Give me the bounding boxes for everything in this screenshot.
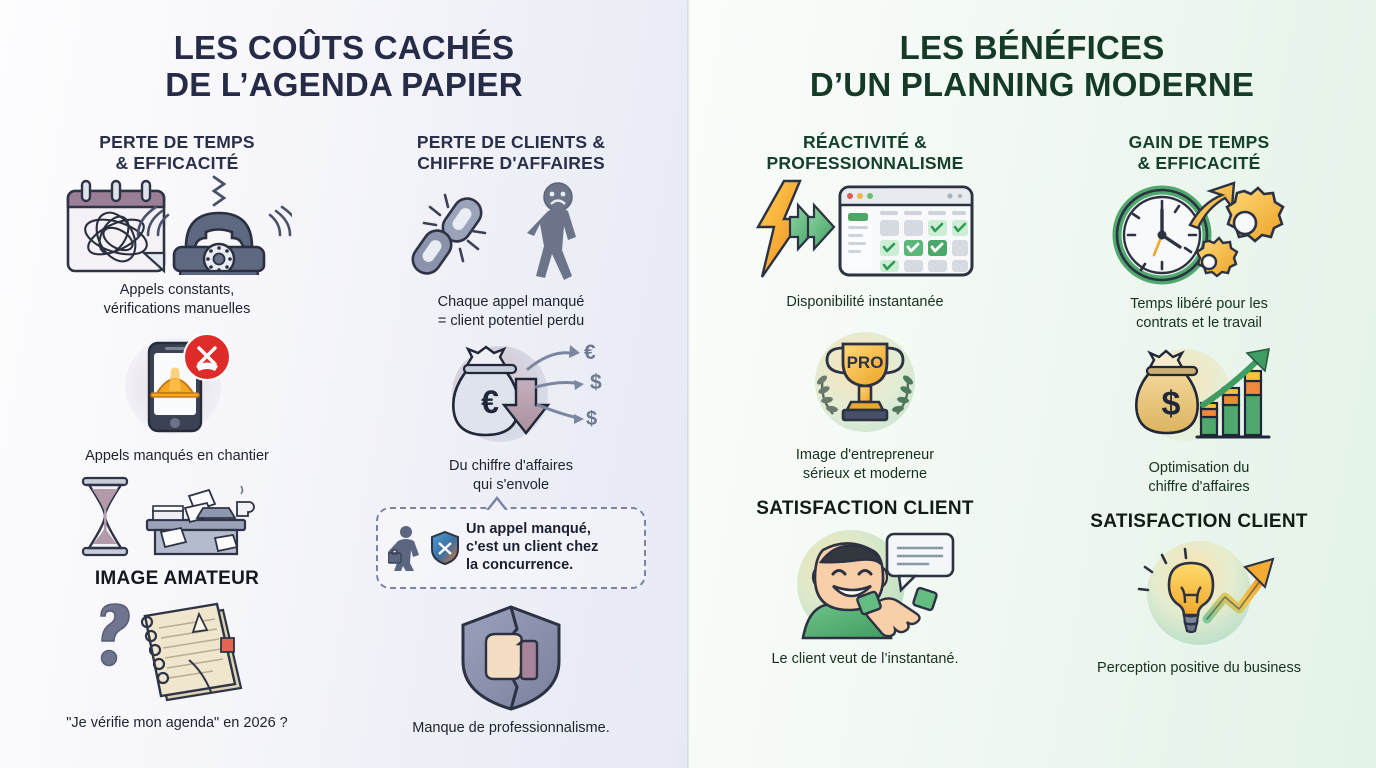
left-item-hourglass-desk [10, 476, 344, 558]
right-col1-heading-line1: RÉACTIVITÉ & [803, 131, 927, 152]
left-col1-heading: PERTE DE TEMPS & EFFICACITÉ [99, 132, 254, 175]
left-quote-text: Un appel manqué, c'est un client chez la… [466, 521, 598, 575]
right-col1-item2-line1: Image d'entrepreneur [795, 446, 935, 463]
left-columns: PERTE DE TEMPS & EFFICACITÉ [0, 104, 688, 738]
right-column-reactivity: RÉACTIVITÉ & PROFESSIONNALISME [698, 104, 1032, 678]
right-col1-item3-caption: Le client veut de l’instantané. [771, 650, 959, 667]
right-col2-item2-line1: Optimisation du [1148, 459, 1250, 476]
left-item1-caption-line2: vérifications manuelles [103, 300, 251, 317]
left-col2-item1-line2: = client potentiel perdu [437, 312, 585, 329]
right-panel-modern-benefits: LES BÉNÉFICES D’UN PLANNING MODERNE RÉAC… [688, 0, 1376, 768]
walking-businessman-icon [388, 526, 419, 572]
money-bag-growth-chart-icon: $ [1107, 343, 1292, 453]
left-quote-bubble: Un appel manqué, c'est un client chez la… [376, 496, 646, 589]
clock-gears-arrow-icon [1104, 179, 1294, 289]
right-col1-item2-caption: Image d'entrepreneur sérieux et moderne [796, 446, 934, 484]
right-col2-item2-line2: chiffre d'affaires [1148, 478, 1250, 495]
right-item-time-freed: Temps libéré pour les contrats et le tra… [1032, 179, 1366, 333]
right-col1-item2-line2: sérieux et moderne [802, 465, 928, 482]
right-col2-item1-line2: contrats et le travail [1136, 314, 1262, 331]
svg-text:$: $ [590, 371, 602, 394]
right-panel-title: LES BÉNÉFICES D’UN PLANNING MODERNE [688, 0, 1376, 104]
happy-client-handshake-chat-icon [765, 522, 965, 644]
right-col1-heading: RÉACTIVITÉ & PROFESSIONNALISME [767, 132, 964, 175]
left-col2-item2-line2: qui s'envole [472, 476, 550, 493]
right-col2-item3-caption: Perception positive du business [1097, 660, 1301, 677]
right-col2-heading-line1: GAIN DE TEMPS [1128, 131, 1270, 152]
hourglass-messy-desk-icon [67, 476, 287, 558]
quote-line1: Un appel manqué, [466, 521, 591, 538]
left-item2-caption: Appels manqués en chantier [85, 447, 269, 464]
right-item-instant-availability: Disponibilité instantanée [698, 179, 1032, 312]
svg-text:$: $ [1161, 385, 1180, 423]
left-column-client-loss: PERTE DE CLIENTS & CHIFFRE D'AFFAIRES [344, 104, 678, 738]
svg-text:€: € [584, 341, 596, 364]
cracked-shield-thumbs-down-icon [441, 603, 581, 713]
shield-icon [431, 531, 459, 566]
left-item-constant-calls: Appels constants, vérifications manuelle… [10, 175, 344, 319]
right-col1-heading-line2: PROFESSIONNALISME [766, 153, 964, 174]
lightbulb-rising-arrow-icon [1099, 537, 1299, 653]
left-panel-title: LES COÛTS CACHÉS DE L’AGENDA PAPIER [0, 0, 688, 104]
panel-divider [687, 0, 689, 768]
left-item-agenda-caption: "Je vérifie mon agenda" en 2026 ? [66, 714, 288, 731]
right-col2-heading-line2: & EFFICACITÉ [1137, 153, 1261, 174]
left-col2-heading-line1: PERTE DE CLIENTS & [416, 131, 606, 152]
right-title-line2: D’UN PLANNING MODERNE [809, 65, 1255, 103]
quote-tail [486, 496, 508, 511]
lightning-tablet-checklist-icon [750, 179, 980, 283]
broken-chain-sad-person-icon [406, 181, 616, 287]
calendar-scribble-phone-icon [62, 175, 292, 275]
left-col2-item1-caption: Chaque appel manqué = client potentiel p… [438, 293, 585, 331]
left-item-paper-agenda: "Je vérifie mon agenda" en 2026 ? [10, 598, 344, 733]
left-item1-caption: Appels constants, vérifications manuelle… [104, 281, 251, 319]
right-col2-subheading: SATISFACTION CLIENT [1090, 511, 1308, 533]
left-col2-item3-caption: Manque de professionnalisme. [412, 720, 610, 736]
left-item-cracked-shield: Manque de professionnalisme. [344, 603, 678, 738]
left-item-revenue-loss: € € $ [344, 341, 678, 495]
right-item-client-satisfaction: Le client veut de l’instantané. [698, 522, 1032, 669]
left-title-line1: LES COÛTS CACHÉS [173, 29, 515, 66]
quote-line3: la concurrence. [466, 557, 574, 574]
quote-line2: c'est un client chez [466, 539, 599, 556]
smartphone-missed-call-hardhat-icon [97, 331, 257, 441]
left-item-missed-calls: Appels manqués en chantier [10, 331, 344, 466]
right-item-positive-perception: Perception positive du business [1032, 537, 1366, 678]
right-col1-item1-caption: Disponibilité instantanée [786, 293, 944, 310]
left-col1-heading-line2: & EFFICACITÉ [115, 153, 239, 174]
left-column-time-loss: PERTE DE TEMPS & EFFICACITÉ [10, 104, 344, 738]
left-item-broken-chain: Chaque appel manqué = client potentiel p… [344, 181, 678, 331]
right-item-revenue-optimization: $ Optimisation du [1032, 343, 1366, 497]
left-item1-caption-line1: Appels constants, [119, 281, 235, 298]
left-col2-heading-line2: CHIFFRE D'AFFAIRES [417, 153, 605, 174]
right-col2-heading: GAIN DE TEMPS & EFFICACITÉ [1129, 132, 1270, 175]
right-col2-item1-line1: Temps libéré pour les [1130, 295, 1268, 312]
left-col1-heading-line1: PERTE DE TEMPS [99, 131, 255, 152]
trophy-pro-laurel-icon: PRO [795, 328, 935, 440]
money-bag-down-arrow-icon: € € $ [404, 341, 619, 451]
right-col2-item1-caption: Temps libéré pour les contrats et le tra… [1130, 295, 1268, 333]
svg-text:PRO: PRO [847, 353, 884, 372]
left-col2-item2-line1: Du chiffre d'affaires [449, 457, 573, 474]
right-col1-subheading: SATISFACTION CLIENT [756, 497, 974, 519]
question-mark-torn-notepad-icon [67, 598, 287, 710]
left-col2-item1-line1: Chaque appel manqué [437, 293, 585, 310]
right-col2-item2-caption: Optimisation du chiffre d'affaires [1148, 459, 1249, 497]
svg-text:$: $ [586, 408, 597, 430]
left-panel-hidden-costs: LES COÛTS CACHÉS DE L’AGENDA PAPIER PERT… [0, 0, 688, 768]
left-subheading-image-amateur: IMAGE AMATEUR [94, 567, 260, 589]
right-column-time-gain: GAIN DE TEMPS & EFFICACITÉ [1032, 104, 1366, 678]
svg-text:€: € [481, 384, 499, 420]
right-title-line1: LES BÉNÉFICES [899, 29, 1165, 66]
right-columns: RÉACTIVITÉ & PROFESSIONNALISME [688, 104, 1376, 678]
left-col2-heading: PERTE DE CLIENTS & CHIFFRE D'AFFAIRES [417, 132, 605, 175]
left-col2-item2-caption: Du chiffre d'affaires qui s'envole [449, 457, 573, 495]
right-item-pro-image: PRO Image d'entrepreneur sérieux et mode… [698, 328, 1032, 484]
left-title-line2: DE L’AGENDA PAPIER [165, 65, 523, 103]
